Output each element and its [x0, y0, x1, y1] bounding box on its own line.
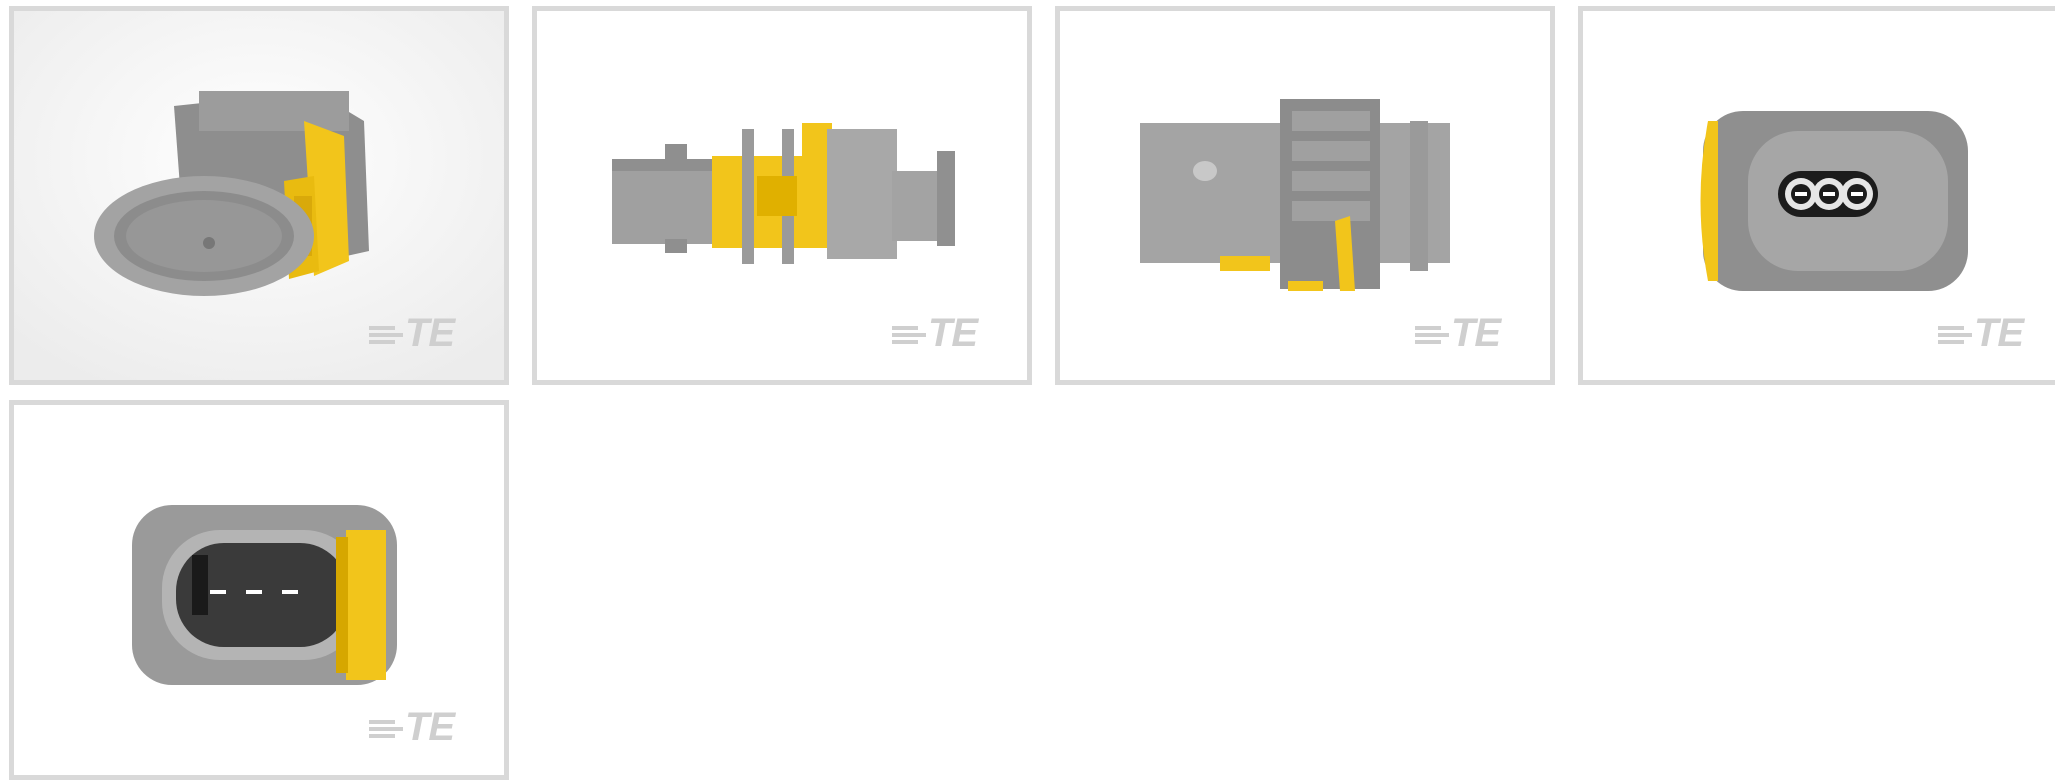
product-thumbnail-2[interactable]: TE	[532, 6, 1032, 385]
product-thumbnail-3[interactable]: TE	[1055, 6, 1555, 385]
te-logo-watermark: TE	[369, 311, 455, 356]
product-thumbnail-4[interactable]: TE	[1578, 6, 2055, 385]
te-logo-watermark: TE	[892, 311, 978, 356]
connector-isometric-image	[14, 11, 504, 380]
product-thumbnail-1[interactable]: TE	[9, 6, 509, 385]
connector-rear-view-image	[1700, 111, 1968, 291]
te-logo-watermark: TE	[1415, 311, 1501, 356]
product-thumbnail-5[interactable]: TE	[9, 400, 509, 780]
connector-front-view-image	[132, 505, 397, 685]
connector-top-view-image	[1140, 99, 1450, 291]
te-logo-watermark: TE	[1938, 311, 2024, 356]
te-logo-watermark: TE	[369, 705, 455, 750]
connector-side-view-image	[612, 123, 955, 264]
